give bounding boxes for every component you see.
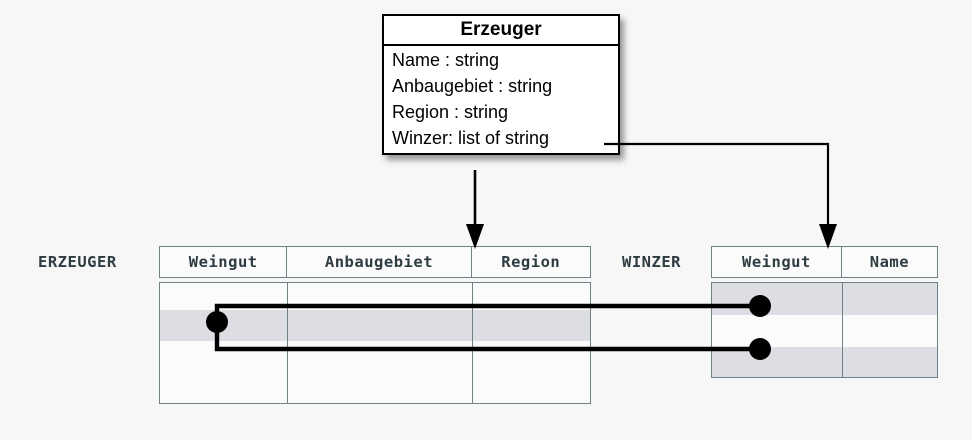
uml-attribute-region: Region : string [392, 102, 509, 122]
uml-attribute-list: Name : string Anbaugebiet : string Regio… [384, 46, 618, 153]
uml-class-box-erzeuger: Erzeuger Name : string Anbaugebiet : str… [382, 14, 620, 155]
table-row [160, 341, 590, 372]
uml-class-name: Erzeuger [384, 16, 618, 46]
arrow-to-erzeuger-table [466, 170, 484, 249]
table-label-winzer: WINZER [622, 253, 681, 271]
table-header-winzer: Weingut Name [711, 246, 938, 278]
table-row [160, 310, 590, 341]
uml-attribute-winzer: Winzer: list of string [392, 128, 550, 148]
uml-attribute-name: Name : string [392, 50, 500, 70]
column-header-region: Region [501, 253, 561, 271]
table-body-winzer [711, 282, 938, 378]
column-header-name: Name [869, 253, 910, 271]
column-header-anbaugebiet: Anbaugebiet [287, 247, 472, 277]
table-row [160, 372, 590, 403]
column-header-weingut: Weingut [712, 247, 842, 277]
column-divider [287, 283, 288, 403]
arrow-to-winzer-table [604, 142, 837, 249]
table-body-erzeuger [159, 282, 591, 404]
table-row [712, 347, 937, 377]
table-row [712, 283, 937, 315]
uml-attribute-anbaugebiet: Anbaugebiet : string [392, 76, 553, 96]
column-divider [472, 283, 473, 403]
table-label-erzeuger: ERZEUGER [38, 253, 117, 271]
table-row [160, 283, 590, 310]
column-divider [842, 283, 843, 377]
column-header-weingut: Weingut [160, 247, 288, 277]
table-header-erzeuger: Weingut Anbaugebiet Region [159, 246, 591, 278]
table-row [712, 315, 937, 347]
